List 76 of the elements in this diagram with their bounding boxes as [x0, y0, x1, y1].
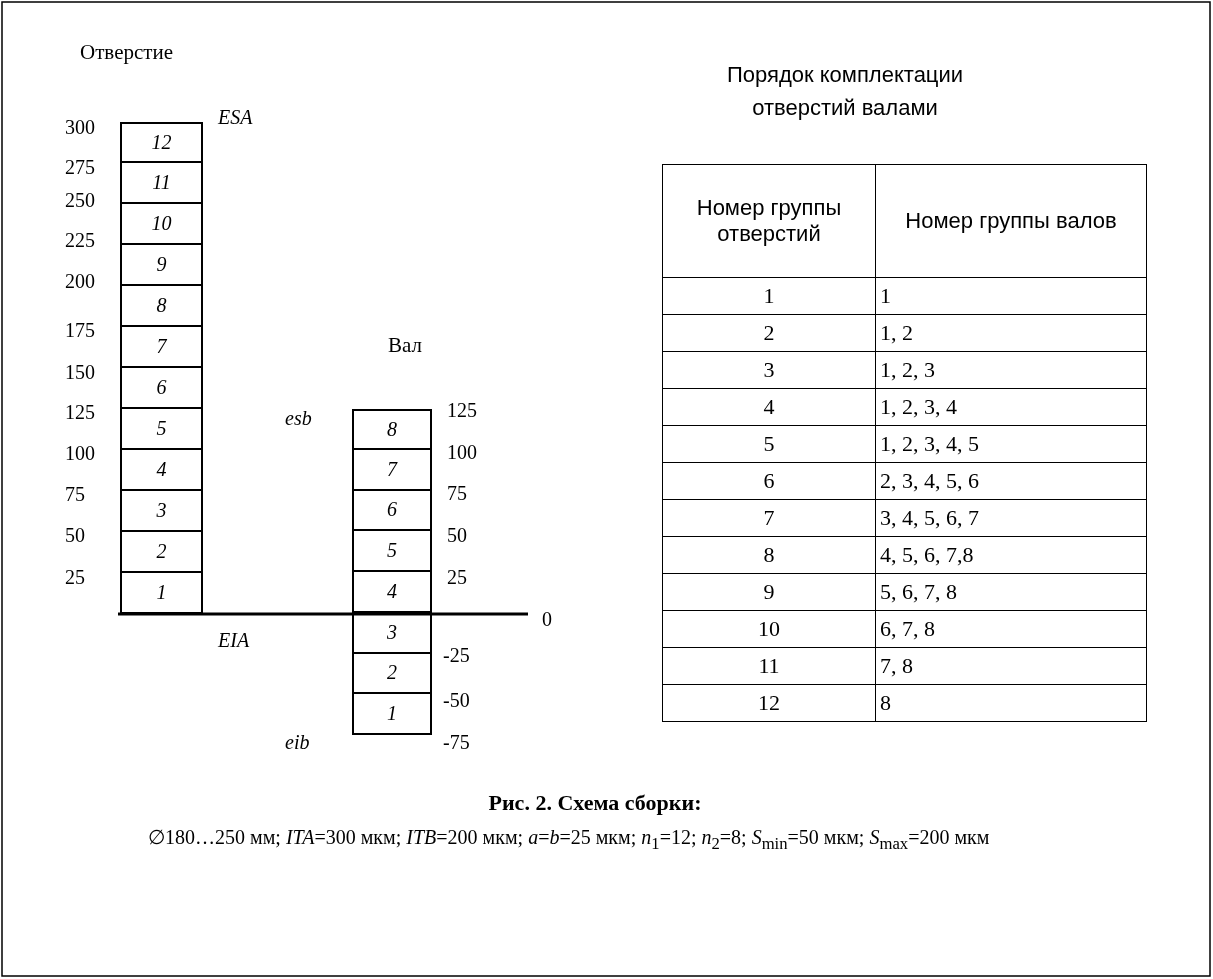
column-header: Номер группы валов	[875, 164, 1147, 278]
table-cell: 5	[662, 425, 876, 463]
table-cell: 8	[875, 684, 1147, 722]
tolerance-group-cell: 10	[120, 204, 203, 245]
tolerance-group-cell: 5	[120, 409, 203, 450]
tolerance-group-cell: 8	[352, 409, 432, 450]
tolerance-group-cell: 12	[120, 122, 203, 163]
table-cell: 4, 5, 6, 7,8	[875, 536, 1147, 574]
tolerance-group-cell: 2	[120, 532, 203, 573]
tolerance-group-cell: 7	[352, 449, 432, 491]
figure-caption: Рис. 2. Схема сборки:	[487, 792, 703, 814]
tolerance-group-cell: 1	[120, 573, 203, 614]
table-cell: 1, 2, 3, 4, 5	[875, 425, 1147, 463]
tolerance-group-cell: 3	[120, 491, 203, 532]
table-cell: 3, 4, 5, 6, 7	[875, 499, 1147, 537]
table-cell: 6, 7, 8	[875, 610, 1147, 648]
table-cell: 4	[662, 388, 876, 426]
tolerance-group-cell: 2	[352, 653, 432, 695]
scale-value: 125	[447, 400, 477, 420]
tolerance-group-cell: 6	[352, 490, 432, 532]
table-cell: 9	[662, 573, 876, 611]
part-label: Отверстие	[80, 42, 173, 63]
tolerance-group-cell: 5	[352, 531, 432, 572]
table-heading: Порядок комплектации отверстий валами	[725, 61, 965, 122]
column-header: Номер группы отверстий	[662, 164, 876, 278]
table-cell: 1	[875, 277, 1147, 315]
deviation-label: EIA	[218, 630, 250, 650]
tolerance-group-cell: 8	[120, 286, 203, 327]
scale-value: -75	[443, 732, 470, 752]
table-cell: 8	[662, 536, 876, 574]
table-cell: 2	[662, 314, 876, 352]
deviation-label: esb	[285, 408, 312, 428]
scale-value: 250	[65, 190, 95, 210]
table-cell: 1, 2, 3	[875, 351, 1147, 389]
scale-value: -25	[443, 645, 470, 665]
part-label: Вал	[388, 335, 422, 356]
tolerance-group-cell: 6	[120, 368, 203, 409]
tolerance-group-cell: 4	[352, 572, 432, 613]
table-cell: 12	[662, 684, 876, 722]
tolerance-group-cell: 1	[352, 694, 432, 735]
tolerance-group-cell: 4	[120, 450, 203, 491]
table-cell: 7	[662, 499, 876, 537]
parameters-note: ∅180…250 мм; ITA=300 мкм; ITB=200 мкм; a=b=25 мкм; n$_{1}$=12; n$_{2}$=8; S$_{min}$=50 мкм; S$_{max}$=200 мкм	[148, 825, 991, 855]
table-cell: 7, 8	[875, 647, 1147, 685]
tolerance-group-cell: 7	[120, 327, 203, 368]
scale-value: 50	[65, 525, 85, 545]
table-cell: 10	[662, 610, 876, 648]
scale-value: 25	[65, 567, 85, 587]
table-cell: 5, 6, 7, 8	[875, 573, 1147, 611]
scale-value: 275	[65, 157, 95, 177]
tolerance-group-cell: 11	[120, 163, 203, 204]
tolerance-group-cell: 3	[352, 612, 432, 654]
deviation-label: ESA	[218, 107, 253, 127]
scale-value: -50	[443, 690, 470, 710]
table-cell: 1, 2	[875, 314, 1147, 352]
scale-value: 225	[65, 230, 95, 250]
table-cell: 11	[662, 647, 876, 685]
table-cell: 1	[662, 277, 876, 315]
table-cell: 2, 3, 4, 5, 6	[875, 462, 1147, 500]
scale-value: 75	[65, 484, 85, 504]
table-cell: 6	[662, 462, 876, 500]
scale-value: 75	[447, 483, 467, 503]
deviation-label: eib	[285, 732, 310, 752]
tolerance-group-cell: 9	[120, 245, 203, 286]
table-cell: 1, 2, 3, 4	[875, 388, 1147, 426]
scale-value: 50	[447, 525, 467, 545]
scale-value: 125	[65, 402, 95, 422]
table-cell: 3	[662, 351, 876, 389]
scale-value: 150	[65, 362, 95, 382]
scale-value: 0	[542, 609, 552, 629]
scale-value: 175	[65, 320, 95, 340]
scale-value: 300	[65, 117, 95, 137]
scale-value: 100	[447, 442, 477, 462]
scale-value: 100	[65, 443, 95, 463]
scale-value: 25	[447, 567, 467, 587]
scale-value: 200	[65, 271, 95, 291]
